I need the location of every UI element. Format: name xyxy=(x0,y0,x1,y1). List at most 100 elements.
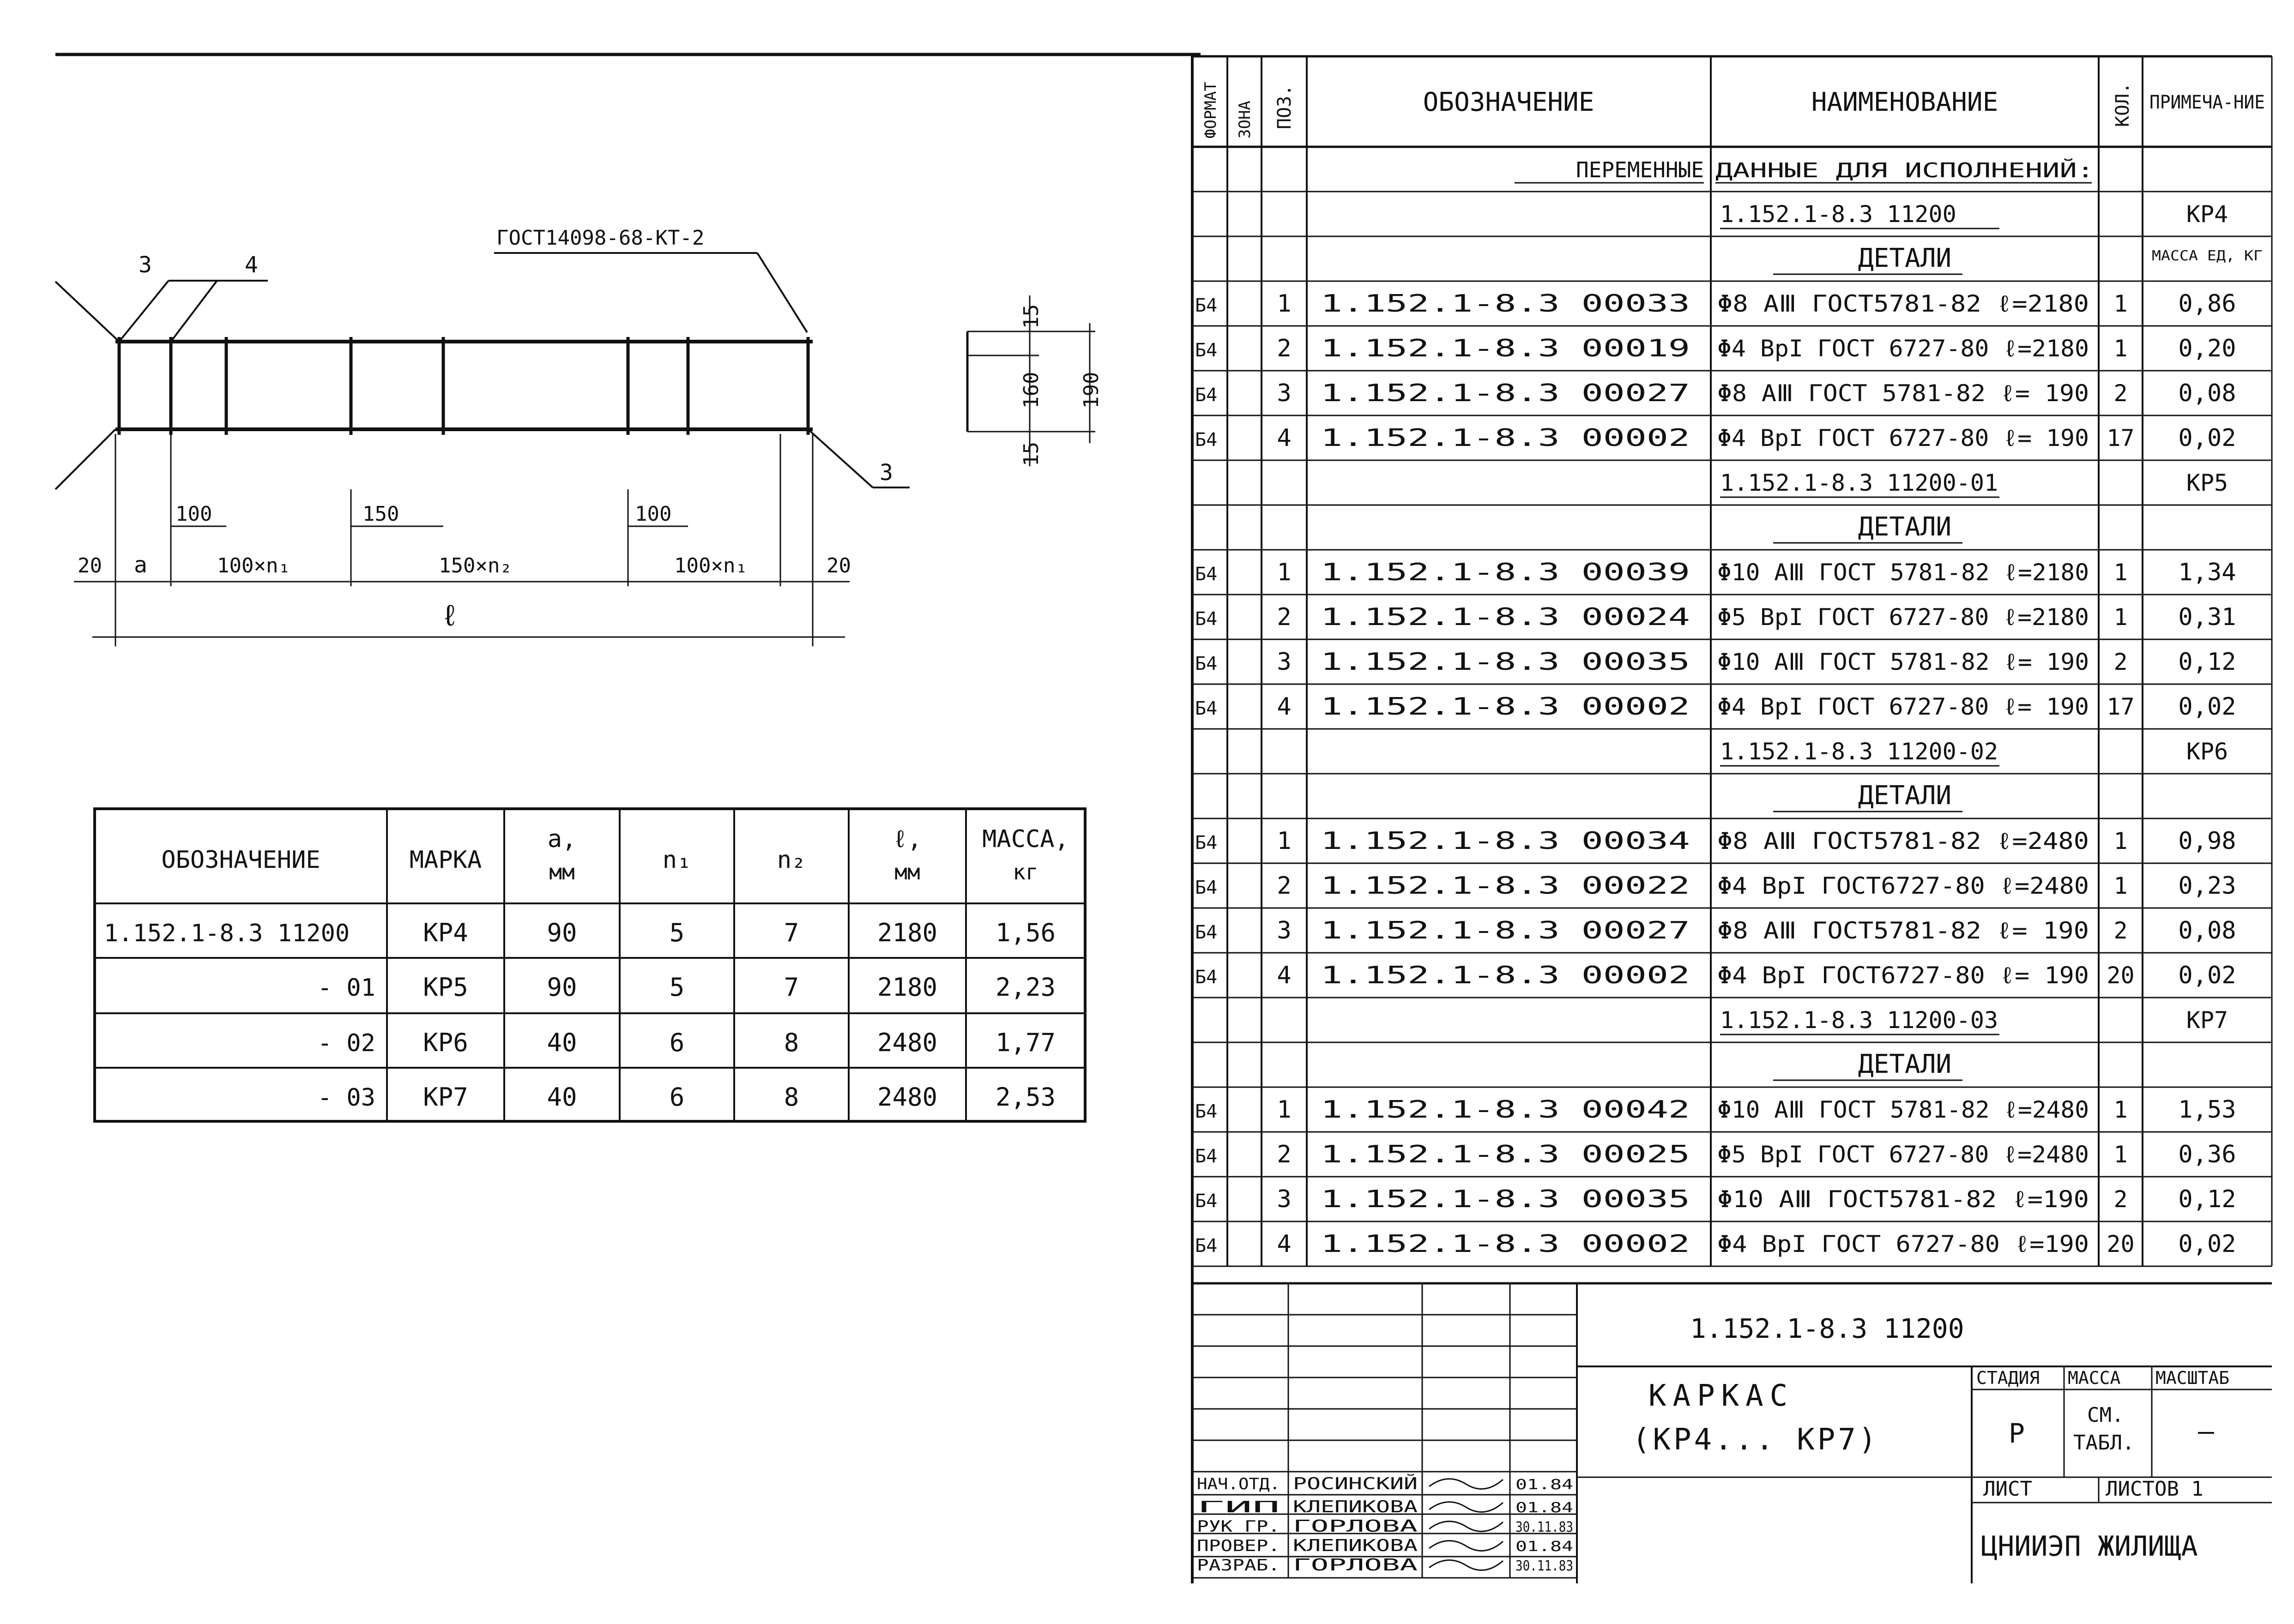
vt-cell: 2480 xyxy=(877,1028,937,1057)
spec-header-format: ФОРМАТ xyxy=(1201,82,1220,138)
spec-mass-unit-header: МАССА ЕД, КГ xyxy=(2152,248,2263,264)
spec-format: Б4 xyxy=(1195,385,1217,406)
spec-pos: 3 xyxy=(1277,379,1291,407)
spec-name: Φ5 BpI ГОСТ 6727-80 ℓ=2180 xyxy=(1717,604,2089,631)
spec-name: Φ10 AⅢ ГОСТ5781-82 ℓ=190 xyxy=(1717,1186,2089,1213)
vt-cell: 40 xyxy=(547,1028,577,1057)
spec-name: Φ4 BpI ГОСТ 6727-80 ℓ= 190 xyxy=(1717,693,2089,720)
spec-designation: 1.152.1-8.3 00024 xyxy=(1321,603,1690,631)
vt-header-unit-6: кг xyxy=(1013,860,1038,884)
spec-section-details: ДЕТАЛИ xyxy=(1858,512,1951,542)
vt-header-0: ОБОЗНАЧЕНИЕ xyxy=(161,846,320,874)
crossbars xyxy=(117,337,810,435)
spec-designation: 1.152.1-8.3 00034 xyxy=(1321,827,1690,855)
section-dim-bottom: 15 xyxy=(1020,442,1043,466)
dim-n1-right: 100×n₁ xyxy=(674,554,748,577)
spec-mass: 0,20 xyxy=(2178,335,2236,362)
vt-cell: - 02 xyxy=(318,1029,375,1057)
vt-header-4: n₂ xyxy=(777,846,806,874)
signer-date: 01.84 xyxy=(1515,1539,1573,1555)
spec-pos: 2 xyxy=(1277,335,1291,362)
section-dim-total: 190 xyxy=(1080,372,1103,409)
spec-mass: 0,02 xyxy=(2178,962,2236,989)
vt-cell: 1,56 xyxy=(996,918,1056,947)
spec-mass: 0,98 xyxy=(2178,827,2236,855)
signature-icon xyxy=(1429,1521,1503,1532)
spec-name: Φ8 AⅢ ГОСТ5781-82 ℓ= 190 xyxy=(1717,917,2089,944)
vt-cell: 5 xyxy=(670,973,685,1002)
spec-designation: 1.152.1-8.3 00033 xyxy=(1321,290,1690,318)
spec-format: Б4 xyxy=(1195,1235,1217,1257)
spec-mass: 0,36 xyxy=(2178,1141,2236,1168)
spec-pos: 1 xyxy=(1277,827,1291,855)
signer-name: ГОРЛОВА xyxy=(1293,1517,1418,1536)
dim-20-right: 20 xyxy=(827,554,851,577)
section-detail: 15 160 15 190 xyxy=(966,295,1103,466)
spec-qty: 1 xyxy=(2113,604,2127,631)
vt-cell: КР5 xyxy=(423,973,468,1002)
vt-cell: 5 xyxy=(670,918,685,947)
spec-format: Б4 xyxy=(1195,698,1217,719)
spec-qty: 20 xyxy=(2107,1231,2134,1257)
spec-mass: 0,86 xyxy=(2178,290,2236,318)
spec-header-zone: ЗОНА xyxy=(1236,101,1254,138)
spec-name: Φ5 BpI ГОСТ 6727-80 ℓ=2480 xyxy=(1717,1141,2089,1168)
spec-name: Φ4 BpI ГОСТ 6727-80 ℓ= 190 xyxy=(1717,425,2089,451)
spec-variable-label: ПЕРЕМЕННЫЕ xyxy=(1576,157,1704,182)
spec-name: Φ4 BpI ГОСТ6727-80 ℓ=2480 xyxy=(1717,872,2089,899)
signer-role: ПРОВЕР. xyxy=(1197,1537,1280,1555)
dim-seg-3: 100 xyxy=(635,502,671,526)
spec-designation: 1.152.1-8.3 00002 xyxy=(1321,1230,1690,1258)
vt-cell: КР6 xyxy=(423,1028,468,1057)
spec-name: Φ4 BpI ГОСТ 6727-80 ℓ=190 xyxy=(1717,1231,2089,1257)
spec-pos: 4 xyxy=(1277,693,1291,721)
spec-pos: 1 xyxy=(1277,290,1291,318)
dim-seg-2: 150 xyxy=(362,502,399,526)
spec-name: Φ8 AⅢ ГОСТ5781-82 ℓ=2480 xyxy=(1717,828,2089,854)
spec-mass: 0,23 xyxy=(2178,872,2236,900)
signer-date: 01.84 xyxy=(1515,1477,1573,1493)
spec-qty: 2 xyxy=(2113,380,2127,407)
spec-qty: 1 xyxy=(2113,559,2127,586)
spec-qty: 1 xyxy=(2113,872,2127,899)
spec-qty: 1 xyxy=(2113,335,2127,362)
vt-cell: 2,53 xyxy=(996,1083,1056,1112)
spec-pos: 2 xyxy=(1277,872,1291,900)
vt-cell: 40 xyxy=(547,1083,577,1112)
tb-sheet-label: ЛИСТ xyxy=(1983,1477,2032,1501)
title-block: 1.152.1-8.3 11200 КАРКАС (КР4... КР7) СТ… xyxy=(1192,1282,2272,1583)
vt-cell: 8 xyxy=(784,1083,799,1112)
spec-section-details: ДЕТАЛИ xyxy=(1858,781,1951,811)
spec-format: Б4 xyxy=(1195,340,1217,361)
spec-pos: 3 xyxy=(1277,648,1291,676)
spec-designation: 1.152.1-8.3 00039 xyxy=(1321,559,1690,586)
spec-format: Б4 xyxy=(1195,608,1217,630)
spec-pos: 2 xyxy=(1277,603,1291,631)
spec-designation: 1.152.1-8.3 00002 xyxy=(1321,962,1690,989)
spec-format: Б4 xyxy=(1195,429,1217,451)
spec-designation: 1.152.1-8.3 00002 xyxy=(1321,693,1690,721)
vt-cell: 7 xyxy=(784,973,799,1002)
spec-name: Φ8 AⅢ ГОСТ 5781-82 ℓ= 190 xyxy=(1717,380,2089,407)
spec-name: Φ10 AⅢ ГОСТ 5781-82 ℓ=2180 xyxy=(1717,559,2089,586)
gost-note: ГОСТ14098-68-КТ-2 xyxy=(496,226,704,250)
spec-qty: 20 xyxy=(2107,962,2134,989)
vt-cell: 6 xyxy=(670,1083,685,1112)
spec-mass: 0,02 xyxy=(2178,693,2236,721)
spec-mass: 1,53 xyxy=(2178,1096,2236,1124)
spec-name: Φ10 AⅢ ГОСТ 5781-82 ℓ= 190 xyxy=(1717,649,2089,675)
dim-n2: 150×n₂ xyxy=(439,554,512,577)
vt-header-6: МАССА, xyxy=(982,825,1069,853)
spec-pos: 1 xyxy=(1277,559,1291,586)
signer-name: КЛЕПИКОВА xyxy=(1293,1536,1418,1555)
spec-pos: 4 xyxy=(1277,424,1291,452)
vt-cell: 90 xyxy=(547,973,577,1002)
signer-date: 01.84 xyxy=(1515,1500,1573,1516)
spec-variant-mark: КР5 xyxy=(2186,469,2228,496)
tb-org: ЦНИИЭП ЖИЛИЩА xyxy=(1981,1530,2198,1563)
vt-cell: 2180 xyxy=(877,918,937,947)
spec-header-note: ПРИМЕЧА-НИЕ xyxy=(2149,92,2265,113)
dim-a: a xyxy=(134,552,147,578)
signer-date: 30.11.83 xyxy=(1515,1519,1573,1535)
signer-role: РУК ГР. xyxy=(1197,1517,1280,1536)
